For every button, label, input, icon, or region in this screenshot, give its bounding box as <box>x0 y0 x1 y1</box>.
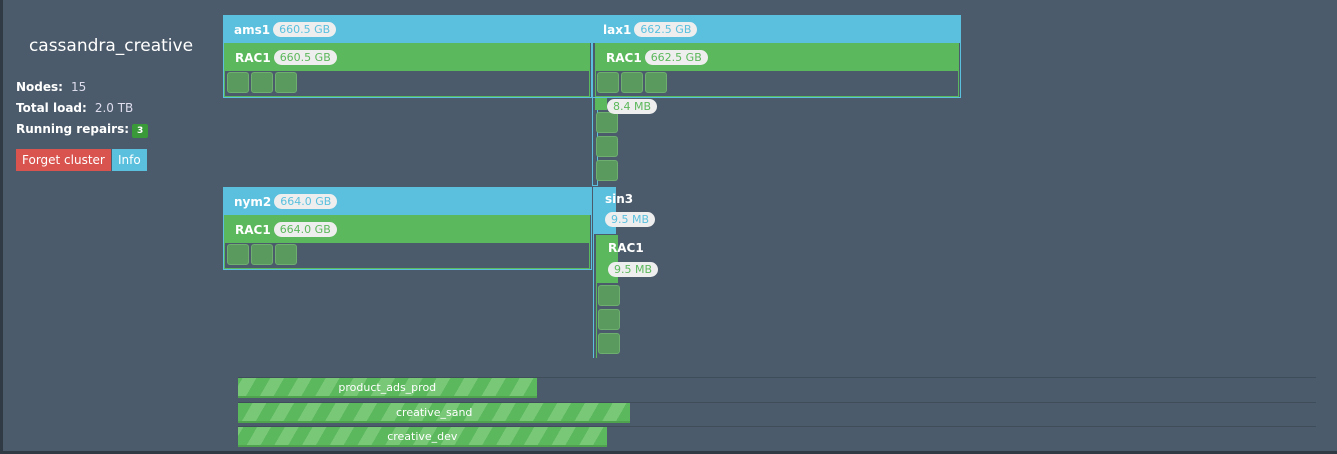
rack-load-badge: 9.5 MB <box>608 262 659 277</box>
nodes-label: Nodes: <box>16 80 63 94</box>
repairs-stat: Running repairs:3 <box>16 122 149 138</box>
dc-load-badge: 664.0 GB <box>274 194 338 209</box>
dc-load-badge: 9.5 MB <box>605 212 656 227</box>
node[interactable] <box>227 244 249 265</box>
repair-progress-track: creative_sand <box>238 402 1316 423</box>
repairs-label: Running repairs: <box>16 122 130 136</box>
rack-name: RAC1 <box>235 50 271 65</box>
node[interactable] <box>227 72 249 93</box>
nodes-stat: Nodes: 15 <box>16 80 86 94</box>
nodes-value: 15 <box>70 80 87 94</box>
node[interactable] <box>598 309 620 330</box>
rack-load-badge: 660.5 GB <box>273 50 337 65</box>
rack-name: RAC1 <box>608 241 644 255</box>
dc-name: sin3 <box>605 192 634 206</box>
node[interactable] <box>596 112 618 133</box>
dc-name: nym2 <box>234 194 272 209</box>
repair-progress-product-ads-prod[interactable]: product_ads_prod <box>238 378 537 398</box>
forget-cluster-button[interactable]: Forget cluster <box>16 149 111 171</box>
dc-name: ams1 <box>234 22 271 37</box>
dc-name: lax1 <box>603 22 632 37</box>
load-value: 2.0 TB <box>94 101 134 115</box>
node[interactable] <box>251 72 273 93</box>
load-label: Total load: <box>16 101 87 115</box>
node[interactable] <box>275 244 297 265</box>
rack-load-badge: 662.5 GB <box>644 50 708 65</box>
node[interactable] <box>597 72 619 93</box>
repair-progress-track: creative_dev <box>238 426 1316 447</box>
node[interactable] <box>275 72 297 93</box>
info-button[interactable]: Info <box>112 149 147 171</box>
node[interactable] <box>645 72 667 93</box>
repair-progress-creative-dev[interactable]: creative_dev <box>238 427 607 447</box>
node[interactable] <box>598 285 620 306</box>
rack-name: RAC1 <box>235 222 271 237</box>
datacenter-sin3: sin3 9.5 MB RAC1 9.5 MB <box>593 187 659 358</box>
rack-name: RAC1 <box>606 50 642 65</box>
dc-load-badge: 662.5 GB <box>634 22 698 37</box>
node[interactable] <box>596 160 618 181</box>
rack-load-badge: 664.0 GB <box>273 222 337 237</box>
load-stat: Total load: 2.0 TB <box>16 101 133 115</box>
node[interactable] <box>621 72 643 93</box>
repairs-badge: 3 <box>132 124 149 138</box>
dc-load-badge: 660.5 GB <box>273 22 337 37</box>
node[interactable] <box>598 333 620 354</box>
cluster-name: cassandra_creative <box>28 36 194 56</box>
repair-progress-creative-sand[interactable]: creative_sand <box>238 403 631 423</box>
repair-progress-track: product_ads_prod <box>238 377 1316 398</box>
rack-load-badge: 8.4 MB <box>607 99 658 114</box>
node[interactable] <box>251 244 273 265</box>
rack-rac1: RAC1 9.5 MB <box>596 235 659 358</box>
node[interactable] <box>596 136 618 157</box>
